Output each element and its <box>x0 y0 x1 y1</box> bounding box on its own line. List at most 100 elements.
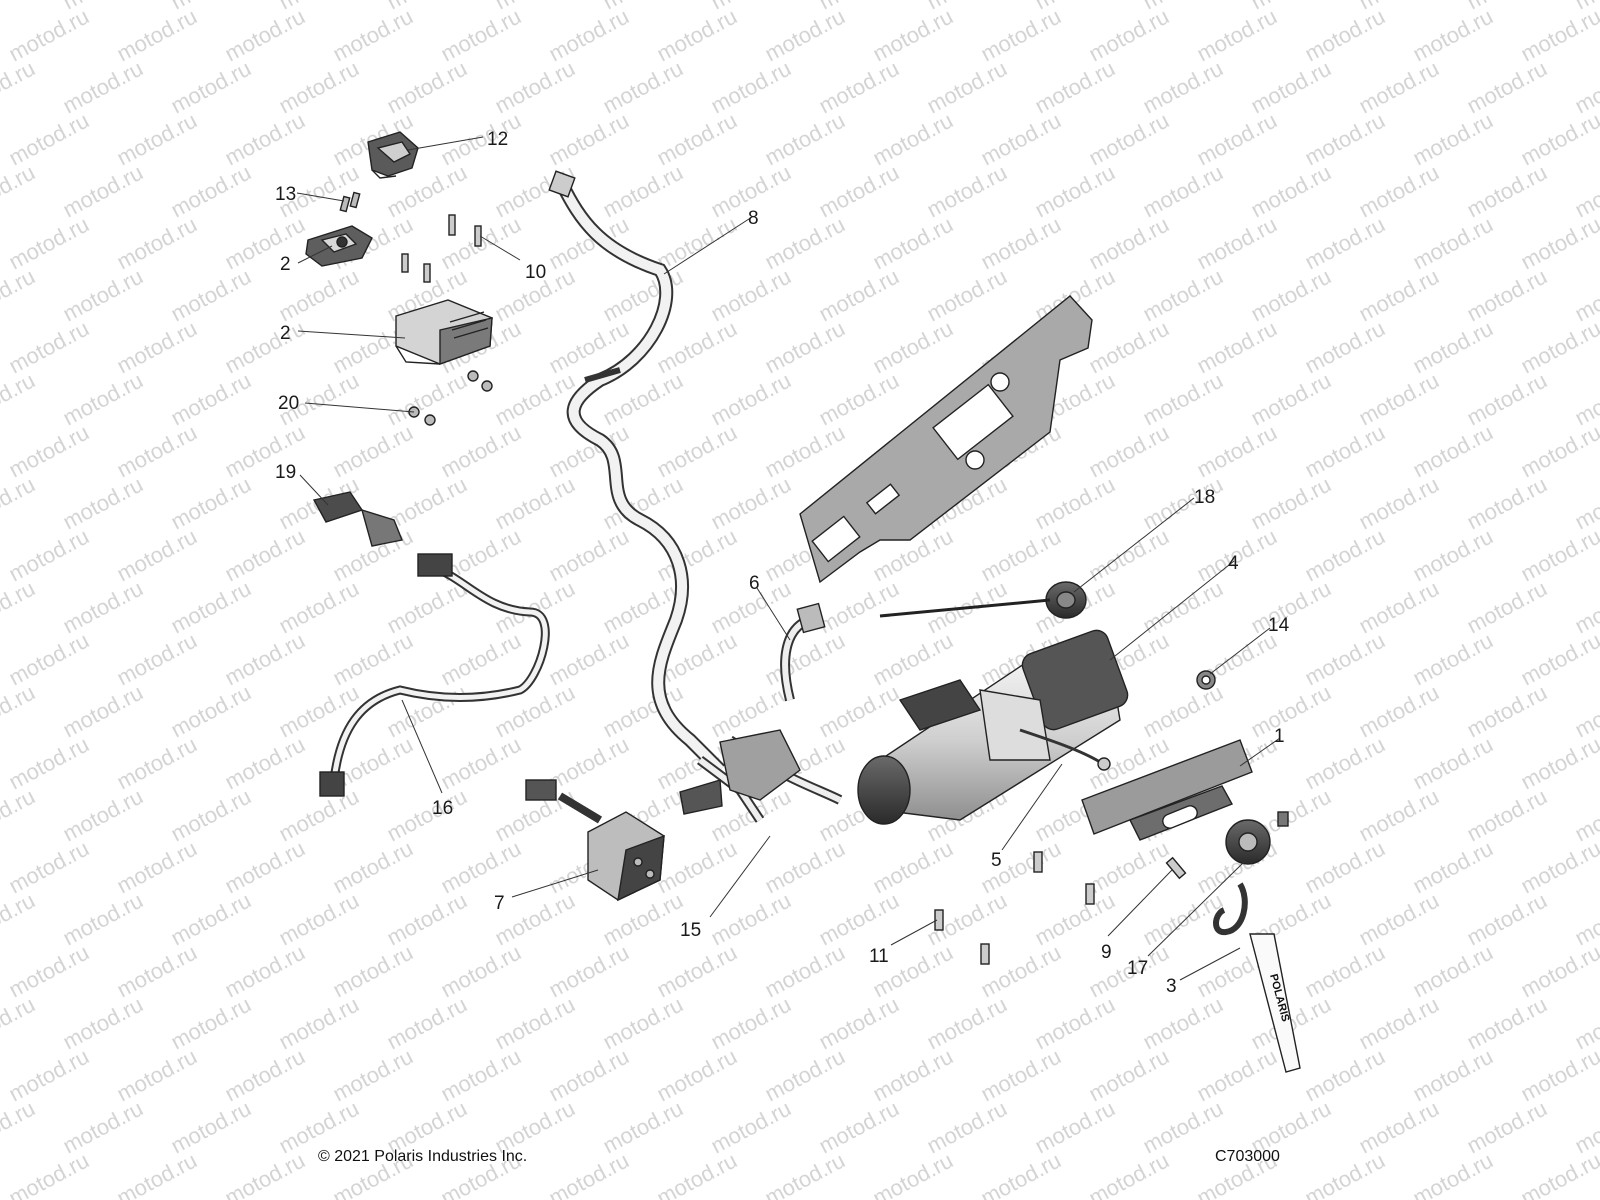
watermark-text: motod.ru <box>1463 992 1551 1055</box>
watermark-text: motod.ru <box>1355 160 1443 223</box>
watermark-text: motod.ru <box>761 1044 849 1107</box>
watermark-text: motod.ru <box>113 1044 201 1107</box>
ground-cable-part <box>780 602 826 702</box>
watermark-text: motod.ru <box>761 836 849 899</box>
watermark-text: motod.ru <box>761 212 849 275</box>
watermark-text: motod.ru <box>1571 888 1600 951</box>
watermark-text: motod.ru <box>1463 56 1551 119</box>
watermark-text: motod.ru <box>869 1148 957 1200</box>
watermark-text: motod.ru <box>599 264 687 327</box>
watermark-text: motod.ru <box>59 472 147 535</box>
watermark-text: motod.ru <box>599 888 687 951</box>
watermark-text: motod.ru <box>275 888 363 951</box>
watermark-text: motod.ru <box>1463 472 1551 535</box>
watermark-text: motod.ru <box>1517 836 1600 899</box>
watermark-text: motod.ru <box>815 56 903 119</box>
watermark-text: motod.ru <box>1517 4 1600 67</box>
watermark-text: motod.ru <box>491 368 579 431</box>
watermark-text: motod.ru <box>275 992 363 1055</box>
watermark-text: motod.ru <box>1463 784 1551 847</box>
watermark-text: motod.ru <box>1571 264 1600 327</box>
watermark-text: motod.ru <box>221 524 309 587</box>
watermark-text: motod.ru <box>113 1148 201 1200</box>
watermark-text: motod.ru <box>1571 680 1600 743</box>
watermark-text: motod.ru <box>59 160 147 223</box>
watermark-text: motod.ru <box>113 316 201 379</box>
watermark-text: motod.ru <box>1301 836 1389 899</box>
watermark-text: motod.ru <box>1571 992 1600 1055</box>
watermark-text: motod.ru <box>221 212 309 275</box>
watermark-text: motod.ru <box>1247 472 1335 535</box>
watermark-text: motod.ru <box>167 472 255 535</box>
watermark-text: motod.ru <box>1031 56 1119 119</box>
watermark-text: motod.ru <box>167 368 255 431</box>
watermark-text: motod.ru <box>383 56 471 119</box>
watermark-text: motod.ru <box>329 628 417 691</box>
watermark-text: motod.ru <box>491 56 579 119</box>
watermark-text: motod.ru <box>977 108 1065 171</box>
watermark-text: motod.ru <box>437 836 525 899</box>
watermark-text: motod.ru <box>1085 212 1173 275</box>
watermark-text: motod.ru <box>167 56 255 119</box>
watermark-text: motod.ru <box>329 1044 417 1107</box>
nut-14-part <box>1196 670 1216 690</box>
watermark-text: motod.ru <box>0 992 39 1055</box>
watermark-text: motod.ru <box>869 628 957 691</box>
watermark-text: motod.ru <box>653 420 741 483</box>
watermark-text: motod.ru <box>1247 56 1335 119</box>
watermark-text: motod.ru <box>1301 108 1389 171</box>
watermark-text: motod.ru <box>1571 160 1600 223</box>
watermark-text: motod.ru <box>1355 784 1443 847</box>
watermark-text: motod.ru <box>491 992 579 1055</box>
watermark-text: motod.ru <box>0 472 39 535</box>
watermark-text: motod.ru <box>1409 940 1497 1003</box>
watermark-text: motod.ru <box>977 4 1065 67</box>
watermark-text: motod.ru <box>1085 108 1173 171</box>
watermark-text: motod.ru <box>653 1148 741 1200</box>
watermark-text: motod.ru <box>1139 992 1227 1055</box>
watermark-text: motod.ru <box>545 732 633 795</box>
watermark-text: motod.ru <box>167 680 255 743</box>
watermark-text: motod.ru <box>1085 1044 1173 1107</box>
bolts-upper-part <box>401 214 482 283</box>
switch-harness-part <box>319 553 550 797</box>
watermark-text: motod.ru <box>1355 264 1443 327</box>
watermark-text: motod.ru <box>1409 524 1497 587</box>
watermark-text: motod.ru <box>653 108 741 171</box>
callout-19: 19 <box>275 462 296 483</box>
winch-rope-part <box>1019 728 1111 771</box>
winch-switch-part <box>305 225 373 267</box>
watermark-text: motod.ru <box>5 732 93 795</box>
watermark-text: motod.ru <box>761 940 849 1003</box>
watermark-text: motod.ru <box>653 212 741 275</box>
watermark-text: motod.ru <box>1193 108 1281 171</box>
watermark-text: motod.ru <box>599 56 687 119</box>
control-module-part <box>395 299 493 365</box>
watermark-text: motod.ru <box>5 420 93 483</box>
watermark-text: motod.ru <box>923 160 1011 223</box>
watermark-text: motod.ru <box>1301 1148 1389 1200</box>
watermark-text: motod.ru <box>1409 316 1497 379</box>
callout-14: 14 <box>1268 615 1290 636</box>
watermark-text: motod.ru <box>923 264 1011 327</box>
bolt-11-part <box>934 851 1095 965</box>
watermark-text: motod.ru <box>437 108 525 171</box>
watermark-text: motod.ru <box>761 108 849 171</box>
watermark-text: motod.ru <box>1409 1044 1497 1107</box>
callout-1: 1 <box>1274 726 1285 747</box>
watermark-text: motod.ru <box>383 992 471 1055</box>
watermark-text: motod.ru <box>1139 680 1227 743</box>
watermark-text: motod.ru <box>1355 56 1443 119</box>
watermark-text: motod.ru <box>59 784 147 847</box>
watermark-text: motod.ru <box>113 4 201 67</box>
watermark-text: motod.ru <box>1463 680 1551 743</box>
callout-7: 7 <box>494 893 505 914</box>
watermark-text: motod.ru <box>1517 732 1600 795</box>
watermark-text: motod.ru <box>1247 160 1335 223</box>
watermark-text: motod.ru <box>1139 264 1227 327</box>
watermark-text: motod.ru <box>5 212 93 275</box>
watermark-text: motod.ru <box>815 888 903 951</box>
watermark-text: motod.ru <box>1301 212 1389 275</box>
watermark-text: motod.ru <box>653 316 741 379</box>
